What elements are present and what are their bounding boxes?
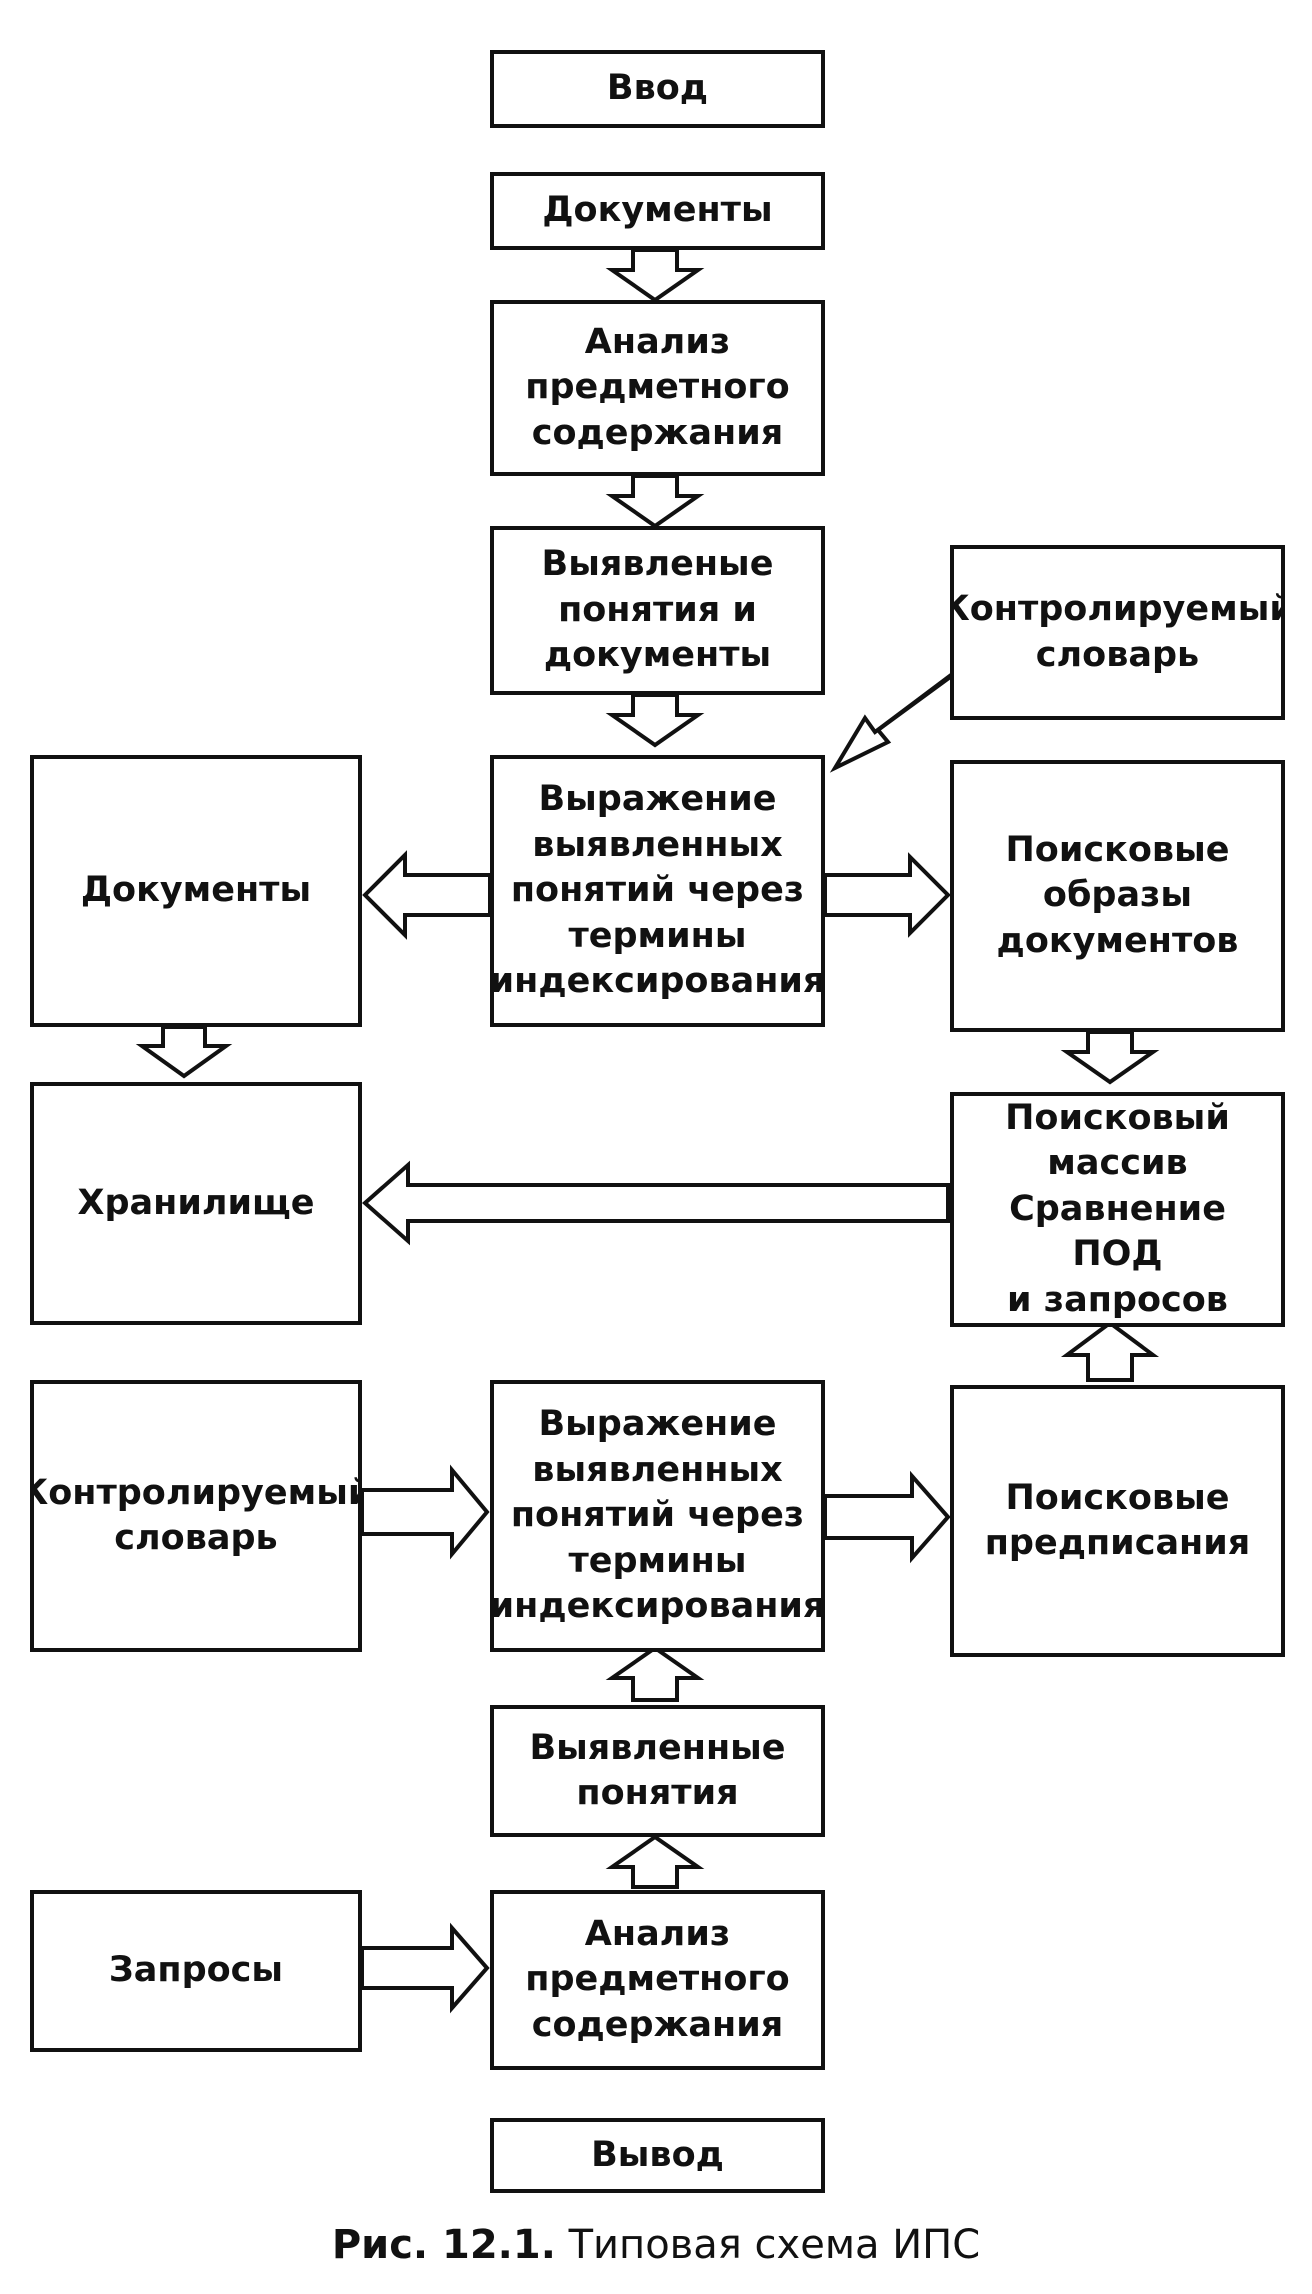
box-output: Вывод	[490, 2118, 825, 2193]
box-expression-bottom: Выражение выявленных понятий через терми…	[490, 1380, 825, 1652]
arrow-docs-to-analysis	[605, 248, 705, 303]
box-documents-top: Документы	[490, 172, 825, 250]
box-search-prescriptions: Поисковые предписания	[950, 1385, 1285, 1657]
arrow-analysis-to-revealed-bottom	[605, 1834, 705, 1889]
box-revealed-concepts-docs: Выявленые понятия и документы	[490, 526, 825, 695]
arrow-vocab-to-expression-diagonal	[829, 673, 960, 773]
arrow-prescriptions-to-array	[1060, 1320, 1160, 1382]
caption-text: Типовая схема ИПС	[555, 2222, 981, 2268]
box-search-array: Поисковый массив Сравнение ПОД и запросо…	[950, 1092, 1285, 1327]
box-queries: Запросы	[30, 1890, 362, 2052]
box-expression-top: Выражение выявленных понятий через терми…	[490, 755, 825, 1027]
arrow-queries-to-analysis	[360, 1922, 490, 2014]
box-input: Ввод	[490, 50, 825, 128]
arrow-expression-to-prescriptions	[823, 1470, 951, 1564]
caption-label: Рис. 12.1.	[331, 2222, 556, 2268]
arrow-expression-to-documents	[362, 850, 492, 940]
box-analysis-bottom: Анализ предметного содержания	[490, 1890, 825, 2070]
arrow-revealed-to-expression	[605, 693, 705, 748]
box-documents-left: Документы	[30, 755, 362, 1027]
arrow-vocab-to-expression	[360, 1464, 490, 1560]
box-controlled-vocab-right: Контролируемый словарь	[950, 545, 1285, 720]
box-revealed-concepts: Выявленные понятия	[490, 1705, 825, 1837]
arrow-documents-to-storage	[135, 1025, 233, 1079]
box-analysis-top: Анализ предметного содержания	[490, 300, 825, 476]
arrow-revealed-to-expression-bottom	[605, 1645, 705, 1702]
box-controlled-vocab-left: Контролируемый словарь	[30, 1380, 362, 1652]
box-search-images: Поисковые образы документов	[950, 760, 1285, 1032]
arrow-array-to-storage	[361, 1160, 950, 1246]
arrow-images-to-array	[1060, 1030, 1160, 1085]
arrow-expression-to-images	[823, 852, 951, 938]
figure-caption: Рис. 12.1. Типовая схема ИПС	[0, 2222, 1312, 2268]
arrow-analysis-to-revealed	[605, 474, 705, 529]
box-storage: Хранилище	[30, 1082, 362, 1325]
